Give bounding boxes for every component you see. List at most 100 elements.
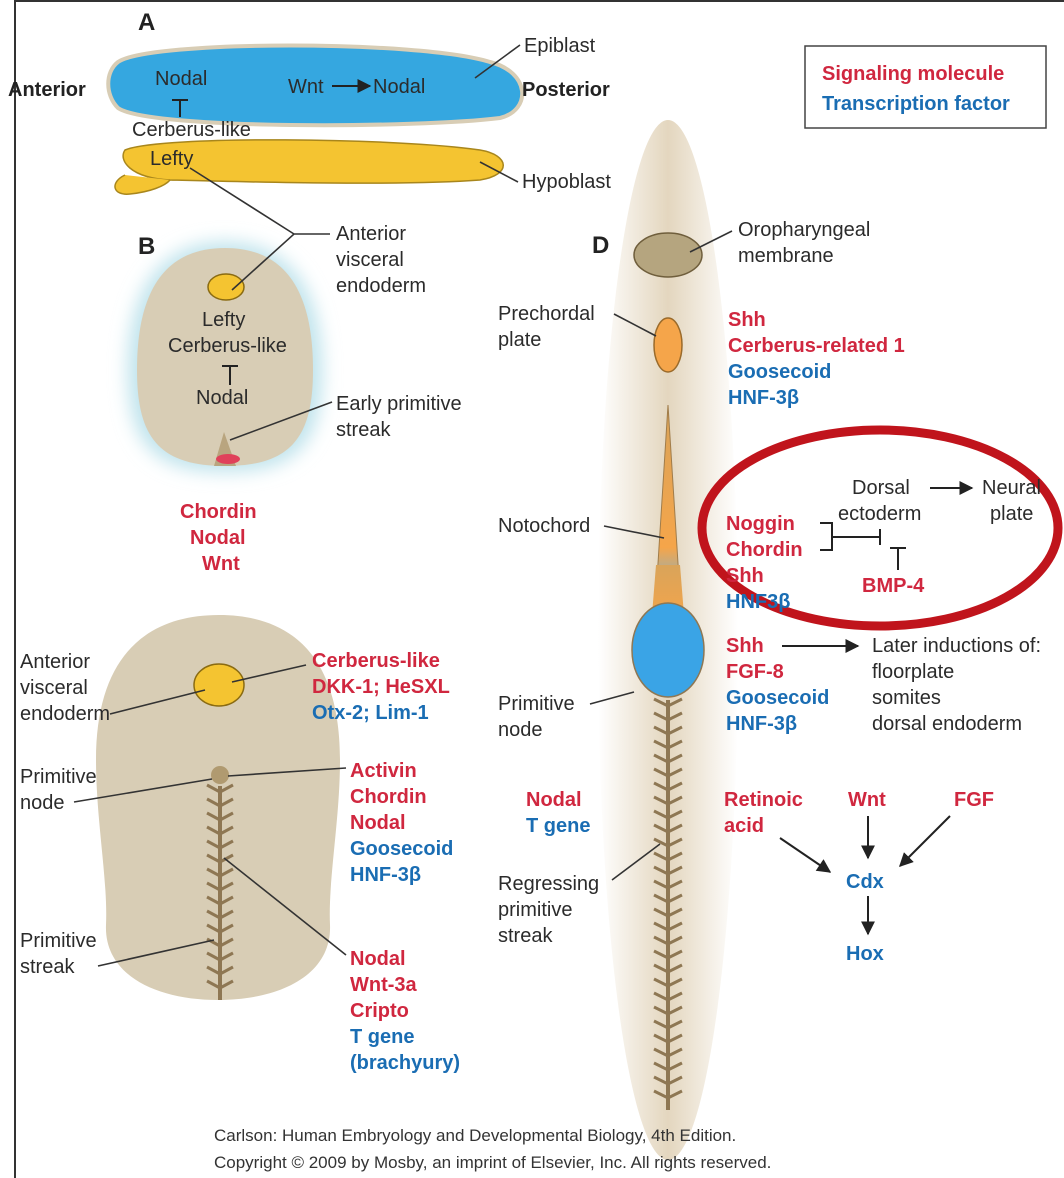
- legend-transcription: Transcription factor: [822, 93, 1010, 115]
- d-node-line2: node: [498, 719, 543, 741]
- d-prechordal-tf: Goosecoid: [728, 361, 831, 383]
- d-hox: Hox: [846, 943, 884, 965]
- d-oro-line1: Oropharyngeal: [738, 219, 870, 241]
- panel-b-letter: B: [138, 233, 155, 260]
- c-ave-line2: visceral: [20, 677, 88, 699]
- d-node-line1: Primitive: [498, 693, 575, 715]
- c-ave-signal: DKK-1; HeSXL: [312, 676, 450, 698]
- b-factors: Chordin Nodal Wnt: [180, 501, 257, 575]
- credit-line1: Carlson: Human Embryology and Developmen…: [214, 1126, 736, 1145]
- legend-box: [805, 46, 1046, 128]
- d-dorsal-line1: Dorsal: [852, 477, 910, 499]
- panel-a-letter: A: [138, 9, 155, 36]
- d-node-signal: Shh: [726, 635, 764, 657]
- d-regress-line: Regressing: [498, 873, 599, 895]
- b-ave-line2: visceral: [336, 249, 404, 271]
- c-ave-line1: Anterior: [20, 651, 90, 673]
- d-later-line: dorsal endoderm: [872, 713, 1022, 735]
- d-prechordal-line1: Prechordal: [498, 303, 595, 325]
- d-noto-signal: Shh: [726, 565, 764, 587]
- epiblast-label: Epiblast: [524, 35, 596, 57]
- b-streak-tip: [216, 454, 240, 464]
- c-node-line1: Primitive: [20, 766, 97, 788]
- c-node: [211, 766, 229, 784]
- c-streak-signal: Nodal: [350, 948, 406, 970]
- b-factor: Wnt: [202, 553, 240, 575]
- a-nodal-right: Nodal: [373, 76, 425, 98]
- d-noggin-chordin-inhibit: [820, 523, 880, 550]
- b-cerberus-like: Cerberus-like: [168, 335, 287, 357]
- d-oropharyngeal-membrane: [634, 233, 702, 277]
- d-streak-signal: Nodal: [526, 789, 582, 811]
- d-retinoic-line2: acid: [724, 815, 764, 837]
- d-oro-line2: membrane: [738, 245, 834, 267]
- a-wnt: Wnt: [288, 76, 324, 98]
- b-factor: Chordin: [180, 501, 257, 523]
- d-prechordal-plate: [654, 318, 682, 372]
- credit-line2: Copyright © 2009 by Mosby, an imprint of…: [214, 1153, 771, 1172]
- c-ave-spot: [194, 664, 244, 706]
- b-ave-spot: [208, 274, 244, 300]
- c-node-signal: Activin: [350, 760, 417, 782]
- c-streak-tf: T gene: [350, 1026, 414, 1048]
- d-bmp4-inhibits-ectoderm: [890, 548, 906, 570]
- hypoblast-label: Hypoblast: [522, 171, 611, 193]
- d-cdx: Cdx: [846, 871, 884, 893]
- b-streak-line2: streak: [336, 419, 391, 441]
- d-prechordal-line2: plate: [498, 329, 541, 351]
- c-streak-signal: Wnt-3a: [350, 974, 418, 996]
- b-nodal: Nodal: [196, 387, 248, 409]
- c-node-line2: node: [20, 792, 65, 814]
- d-notochord-label: Notochord: [498, 515, 590, 537]
- d-streak-tf: T gene: [526, 815, 590, 837]
- c-streak-line2: streak: [20, 956, 75, 978]
- d-node-signal: FGF-8: [726, 661, 784, 683]
- c-ave-tf: Otx-2; Lim-1: [312, 702, 429, 724]
- b-ave-line3: endoderm: [336, 275, 426, 297]
- d-noto-tf: HNF3β: [726, 591, 790, 613]
- posterior-label: Posterior: [522, 79, 610, 101]
- d-regress-line: primitive: [498, 899, 572, 921]
- d-prechordal-tf: HNF-3β: [728, 387, 799, 409]
- panel-d-letter: D: [592, 232, 609, 259]
- legend-signaling: Signaling molecule: [822, 63, 1004, 85]
- c-node-signal: Chordin: [350, 786, 427, 808]
- b-streak-line1: Early primitive: [336, 393, 462, 415]
- c-node-tf: HNF-3β: [350, 864, 421, 886]
- d-wnt: Wnt: [848, 789, 886, 811]
- b-factor: Nodal: [190, 527, 246, 549]
- c-node-tf: Goosecoid: [350, 838, 453, 860]
- b-ave-line1: Anterior: [336, 223, 406, 245]
- d-neural-line1: Neural: [982, 477, 1041, 499]
- d-noto-signal: Chordin: [726, 539, 803, 561]
- d-later-line: floorplate: [872, 661, 954, 683]
- c-node-signal: Nodal: [350, 812, 406, 834]
- b-lefty: Lefty: [202, 309, 245, 331]
- d-node-tf: HNF-3β: [726, 713, 797, 735]
- c-streak-line1: Primitive: [20, 930, 97, 952]
- d-retinoic-line1: Retinoic: [724, 789, 803, 811]
- d-later-line: somites: [872, 687, 941, 709]
- c-streak-signal: Cripto: [350, 1000, 409, 1022]
- a-cerberus-like: Cerberus-like: [132, 119, 251, 141]
- c-ave-signal: Cerberus-like: [312, 650, 440, 672]
- c-streak-tf: (brachyury): [350, 1052, 460, 1074]
- d-noto-signal: Noggin: [726, 513, 795, 535]
- d-retinoic-to-cdx: [780, 838, 830, 872]
- d-later-line: Later inductions of:: [872, 635, 1041, 657]
- d-neural-line2: plate: [990, 503, 1033, 525]
- d-regress-line: streak: [498, 925, 553, 947]
- anterior-label: Anterior: [8, 79, 86, 101]
- d-fgf: FGF: [954, 789, 994, 811]
- d-node-tf: Goosecoid: [726, 687, 829, 709]
- d-dorsal-line2: ectoderm: [838, 503, 921, 525]
- d-bmp4: BMP-4: [862, 575, 925, 597]
- d-prechordal-signal: Cerberus-related 1: [728, 335, 905, 357]
- d-fgf-to-cdx: [900, 816, 950, 866]
- c-ave-line3: endoderm: [20, 703, 110, 725]
- d-primitive-node: [632, 603, 704, 697]
- a-nodal-left: Nodal: [155, 68, 207, 90]
- d-prechordal-signal: Shh: [728, 309, 766, 331]
